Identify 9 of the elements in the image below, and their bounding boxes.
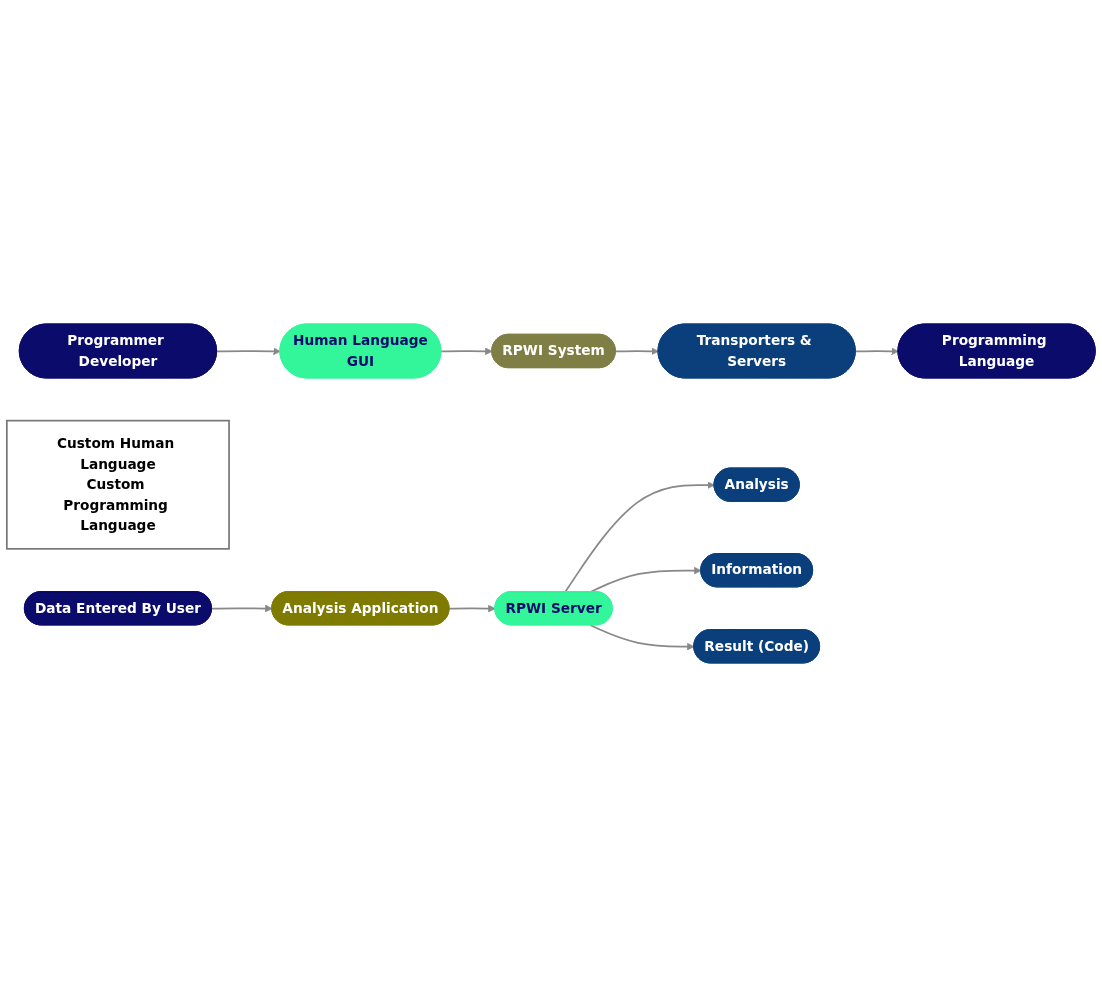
arrow bbox=[564, 481, 715, 593]
arrow bbox=[216, 347, 281, 356]
arrow bbox=[211, 604, 273, 613]
arrow bbox=[440, 347, 493, 356]
arrow bbox=[448, 604, 496, 613]
arrow bbox=[589, 624, 695, 651]
node-box: Custom Human Language Custom Programming Language bbox=[6, 419, 230, 550]
arrow bbox=[854, 347, 899, 356]
arrow bbox=[614, 347, 659, 356]
